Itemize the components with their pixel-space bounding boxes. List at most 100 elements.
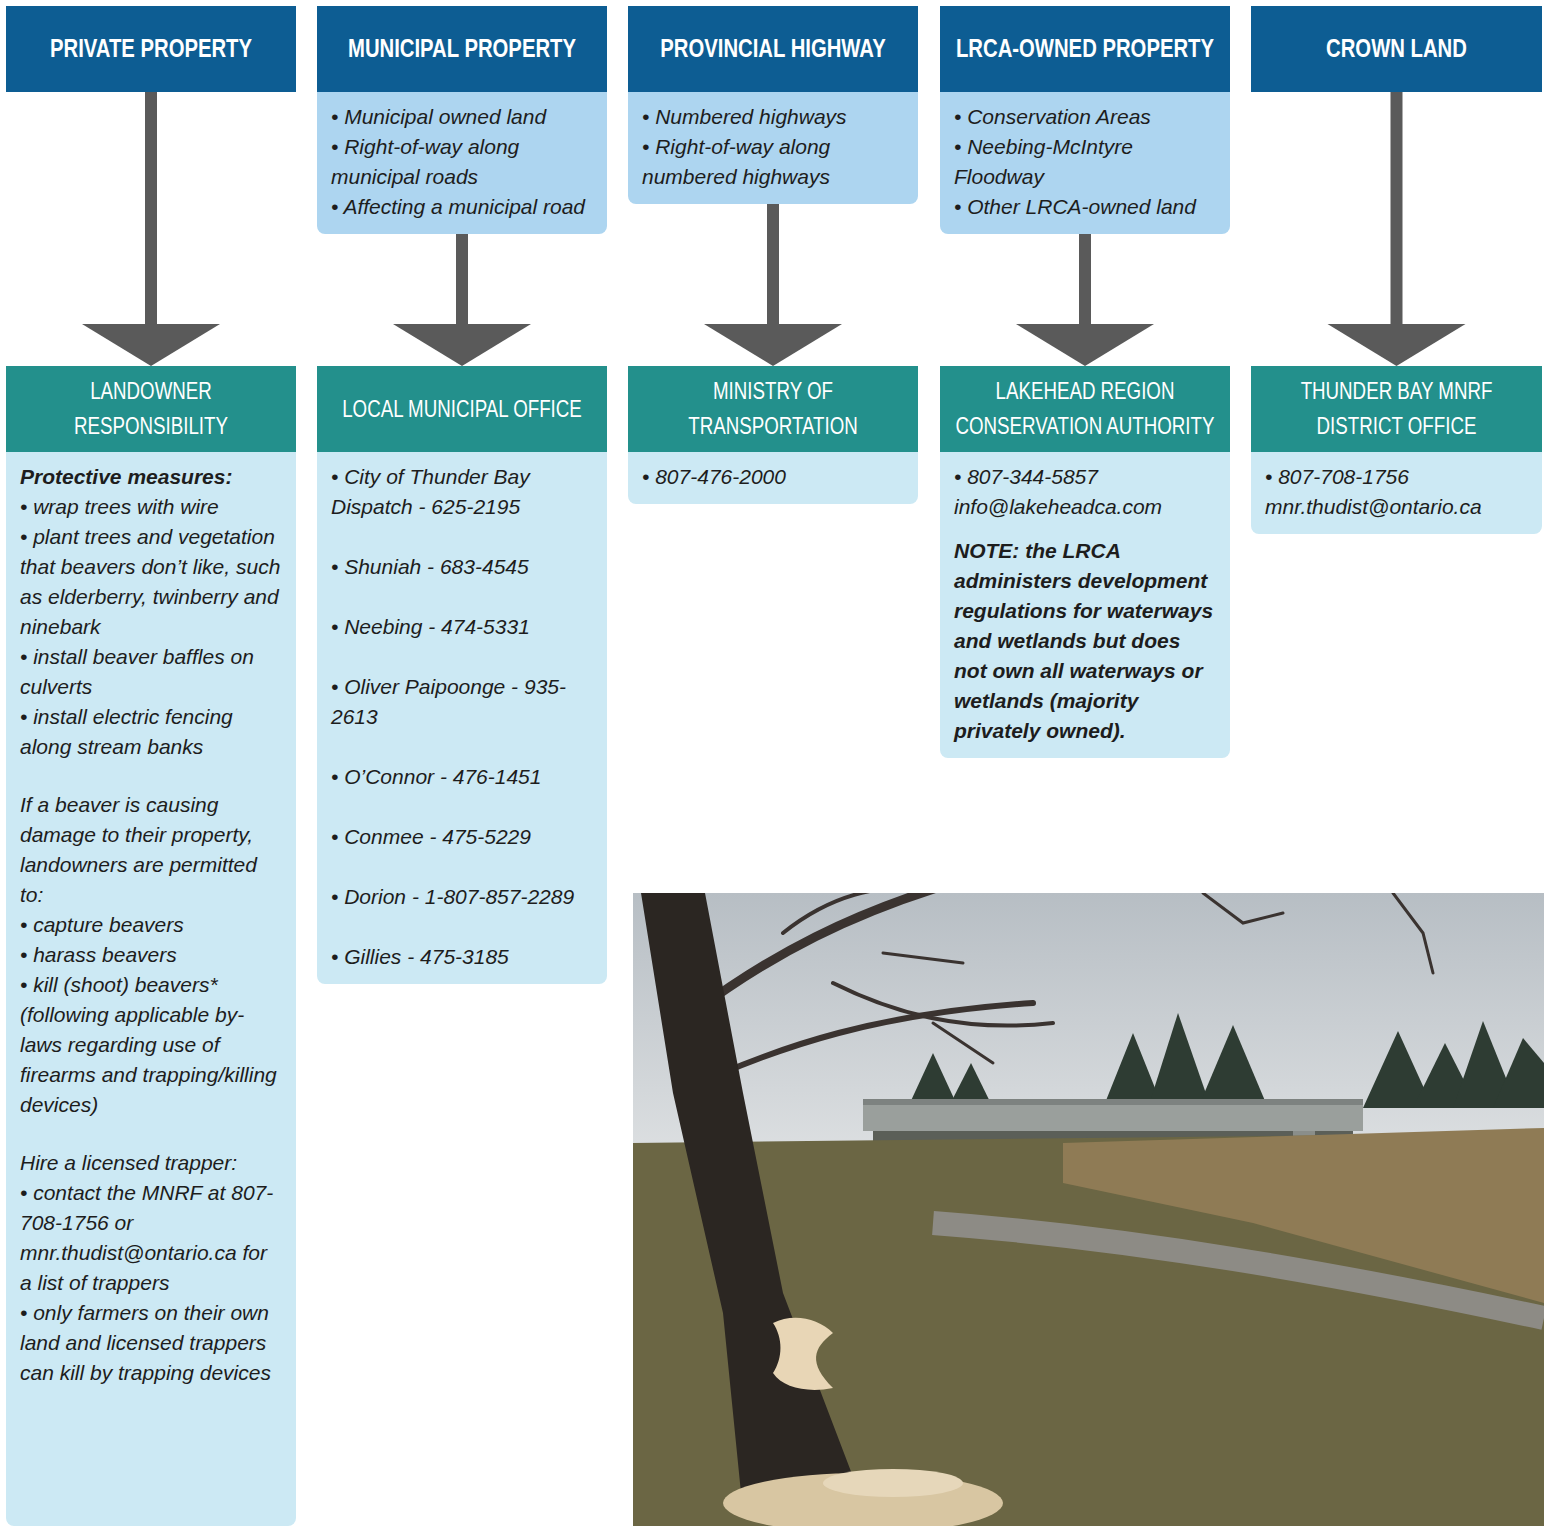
down-arrow <box>1328 92 1466 366</box>
detail-text: • capture beavers <box>20 910 282 940</box>
tree <box>678 893 1433 1093</box>
detail-text: • wrap trees with wire <box>20 492 282 522</box>
branch <box>693 893 953 1013</box>
detail-text: • harass beavers <box>20 940 282 970</box>
heading-text: LANDOWNER RESPONSIBILITY <box>14 374 288 444</box>
detail-text: • Municipal owned land <box>331 102 593 132</box>
heading-text: LAKEHEAD REGION CONSERVATION AUTHORITY <box>948 374 1222 444</box>
heading-band: MUNICIPAL PROPERTY <box>317 6 607 92</box>
bridge-deck <box>863 1105 1363 1131</box>
category-box: CROWN LAND <box>1251 6 1542 92</box>
detail-text: • Oliver Paipoonge - 935-2613 <box>331 672 593 732</box>
arrow-head <box>1328 324 1466 366</box>
detail-text: • Right-of-way along municipal roads <box>331 132 593 192</box>
detail-text: Hire a licensed trapper: <box>20 1148 282 1178</box>
contact-box: LANDOWNER RESPONSIBILITY Protective measu… <box>6 366 296 1526</box>
arrow-head <box>1016 324 1154 366</box>
contact-box: MINISTRY OF TRANSPORTATION • 807-476-2000 <box>628 366 918 504</box>
detail-text: • install electric fencing along stream … <box>20 702 282 762</box>
detail-text: info@lakeheadca.com <box>954 492 1216 522</box>
heading-text: MINISTRY OF TRANSPORTATION <box>636 374 910 444</box>
category-box: PRIVATE PROPERTY <box>6 6 296 92</box>
detail-text: • Neebing-McIntyre Floodway <box>954 132 1216 192</box>
detail-text: NOTE: the LRCA administers development r… <box>954 536 1216 746</box>
arrow-head <box>393 324 531 366</box>
branch <box>783 893 933 933</box>
arrow-shaft <box>145 92 157 326</box>
detail-text: • 807-476-2000 <box>642 462 904 492</box>
heading-band: LAKEHEAD REGION CONSERVATION AUTHORITY <box>940 366 1230 452</box>
detail-text: • Conmee - 475-5229 <box>331 822 593 852</box>
down-arrow <box>1016 234 1154 366</box>
heading-text: MUNICIPAL PROPERTY <box>325 33 599 64</box>
arrow-shaft <box>1391 92 1403 326</box>
detail-panel: • 807-476-2000 <box>628 452 918 504</box>
branch <box>1203 893 1283 923</box>
heading-text: PROVINCIAL HIGHWAY <box>636 33 910 64</box>
heading-band: MINISTRY OF TRANSPORTATION <box>628 366 918 452</box>
detail-text: • Other LRCA-owned land <box>954 192 1216 222</box>
detail-text: • Neebing - 474-5331 <box>331 612 593 642</box>
down-arrow <box>704 204 842 366</box>
detail-text: • contact the MNRF at 807-708-1756 or mn… <box>20 1178 282 1298</box>
contact-box: THUNDER BAY MNRF DISTRICT OFFICE • 807-70… <box>1251 366 1542 534</box>
detail-text: • Affecting a municipal road <box>331 192 593 222</box>
category-box: MUNICIPAL PROPERTY • Municipal owned land… <box>317 6 607 234</box>
heading-band: LANDOWNER RESPONSIBILITY <box>6 366 296 452</box>
arrow-shaft <box>1079 234 1091 326</box>
gnaw-mark <box>773 1318 833 1390</box>
detail-text: • Right-of-way along numbered highways <box>642 132 904 192</box>
detail-panel: • City of Thunder Bay Dispatch - 625-219… <box>317 452 607 984</box>
detail-text: • only farmers on their own land and lic… <box>20 1298 282 1388</box>
detail-text: • 807-344-5857 <box>954 462 1216 492</box>
heading-band: CROWN LAND <box>1251 6 1542 92</box>
branch <box>933 1023 993 1063</box>
evergreen <box>1198 1025 1268 1108</box>
evergreen <box>1148 1013 1211 1108</box>
beaver-photo <box>633 893 1544 1526</box>
category-box: LRCA-OWNED PROPERTY• Conservation Areas•… <box>940 6 1230 234</box>
detail-text: • install beaver baffles on culverts <box>20 642 282 702</box>
detail-text: • 807-708-1756 <box>1265 462 1528 492</box>
detail-text: Protective measures: <box>20 462 282 492</box>
down-arrow <box>82 92 220 366</box>
detail-panel: • 807-344-5857info@lakeheadca.comNOTE: t… <box>940 452 1230 758</box>
arrow-head <box>82 324 220 366</box>
evergreen <box>1493 1038 1544 1108</box>
detail-text: • Conservation Areas <box>954 102 1216 132</box>
wood-chips <box>823 1469 963 1497</box>
heading-text: LRCA-OWNED PROPERTY <box>948 33 1222 64</box>
heading-band: LRCA-OWNED PROPERTY <box>940 6 1230 92</box>
heading-text: PRIVATE PROPERTY <box>14 33 288 64</box>
detail-text: • Numbered highways <box>642 102 904 132</box>
contact-box: LOCAL MUNICIPAL OFFICE • City of Thunder … <box>317 366 607 984</box>
footpath <box>933 1223 1544 1318</box>
detail-text: • kill (shoot) beavers* (following appli… <box>20 970 282 1120</box>
heading-text: CROWN LAND <box>1259 33 1534 64</box>
sky <box>633 893 1544 1153</box>
contact-box: LAKEHEAD REGION CONSERVATION AUTHORITY • … <box>940 366 1230 758</box>
detail-panel: • 807-708-1756mnr.thudist@ontario.ca <box>1251 452 1542 534</box>
detail-panel: • Conservation Areas• Neebing-McIntyre F… <box>940 92 1230 234</box>
bridge-railing <box>863 1099 1363 1105</box>
heading-text: THUNDER BAY MNRF DISTRICT OFFICE <box>1259 374 1534 444</box>
detail-panel: Protective measures:• wrap trees with wi… <box>6 452 296 1526</box>
heading-band: THUNDER BAY MNRF DISTRICT OFFICE <box>1251 366 1542 452</box>
branch <box>833 983 1053 1026</box>
detail-text: mnr.thudist@ontario.ca <box>1265 492 1528 522</box>
arrow-shaft <box>767 204 779 326</box>
detail-text: If a beaver is causing damage to their p… <box>20 790 282 910</box>
detail-text: • plant trees and vegetation that beaver… <box>20 522 282 642</box>
down-arrow <box>393 234 531 366</box>
detail-panel: • Numbered highways• Right-of-way along … <box>628 92 918 204</box>
branch <box>883 953 963 963</box>
branch <box>1393 893 1433 973</box>
heading-text: LOCAL MUNICIPAL OFFICE <box>325 392 599 427</box>
tree-trunk <box>641 893 863 1513</box>
heading-band: PRIVATE PROPERTY <box>6 6 296 92</box>
arrow-head <box>704 324 842 366</box>
detail-text: • Gillies - 475-3185 <box>331 942 593 972</box>
category-box: PROVINCIAL HIGHWAY • Numbered highways• R… <box>628 6 918 204</box>
detail-text: • Dorion - 1-807-857-2289 <box>331 882 593 912</box>
